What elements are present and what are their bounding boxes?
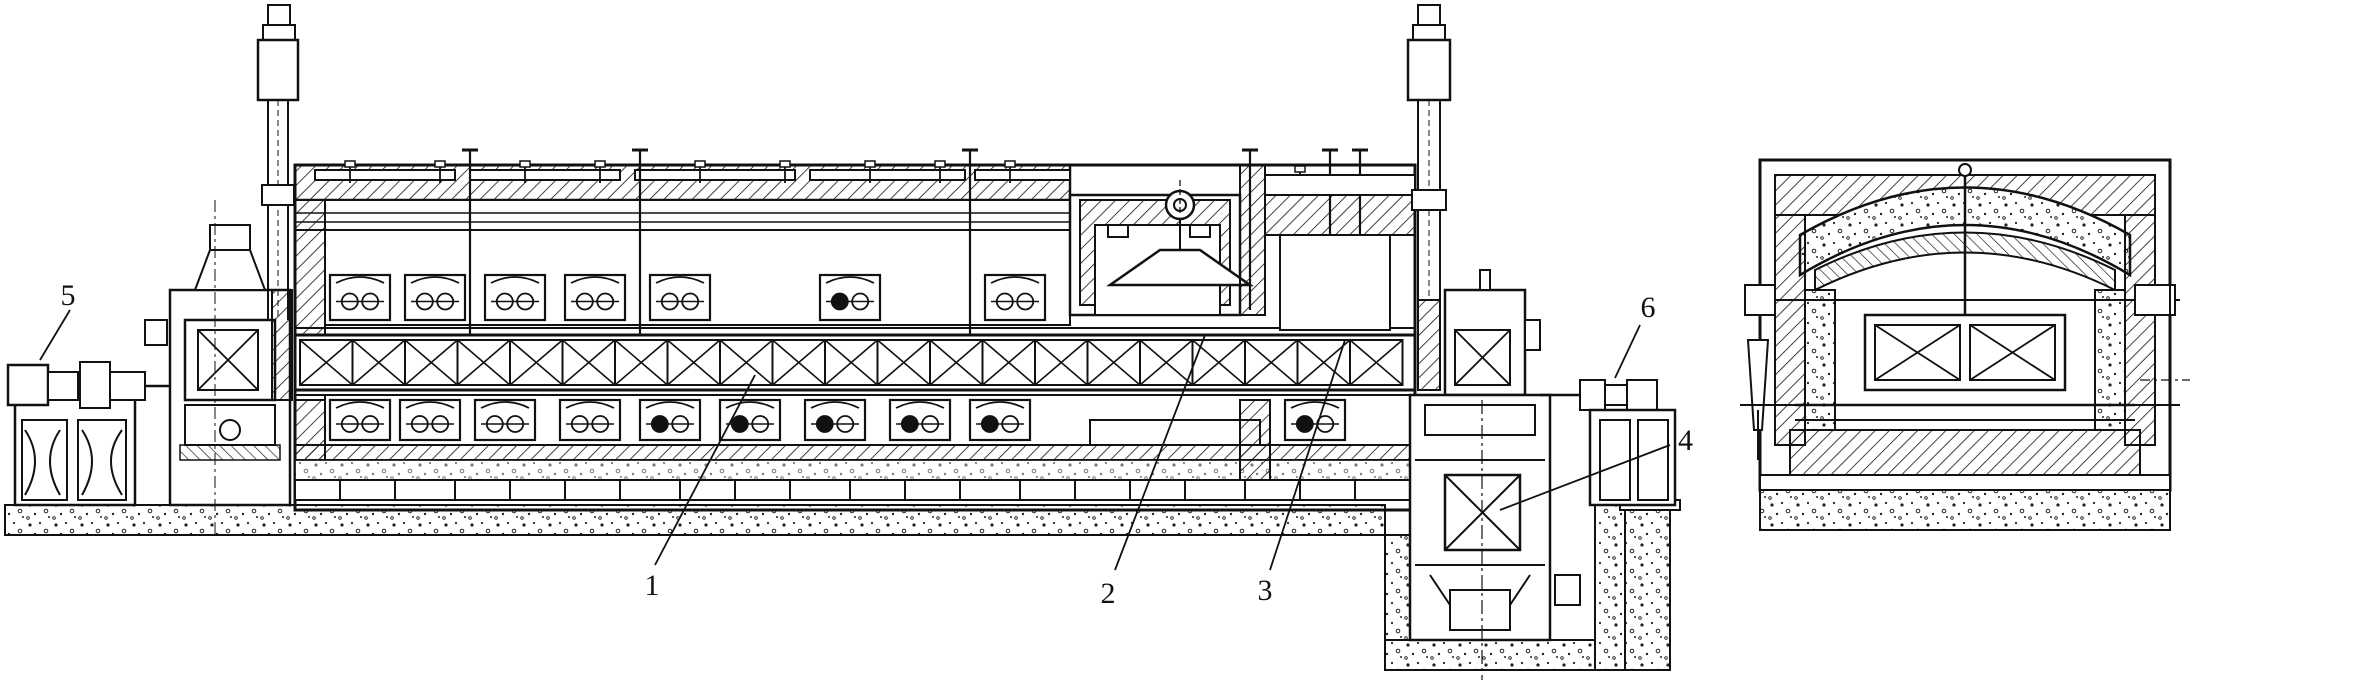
conveyor-cell bbox=[1086, 339, 1141, 386]
leader-2 bbox=[1114, 334, 1206, 571]
conveyor-cell bbox=[351, 339, 406, 386]
conveyor-cell bbox=[771, 339, 826, 386]
cross-section-view bbox=[1740, 158, 2190, 531]
left-loading-chamber bbox=[144, 200, 292, 535]
conveyor-cell bbox=[981, 339, 1036, 386]
burner-block bbox=[818, 273, 882, 322]
label-1: 1 bbox=[645, 569, 660, 602]
left-burner-tower bbox=[256, 4, 300, 401]
leader-6 bbox=[1614, 324, 1641, 379]
burner-block bbox=[968, 398, 1032, 442]
conveyor-cell bbox=[614, 339, 669, 386]
conveyor-cell bbox=[1139, 339, 1194, 386]
support-rollers bbox=[294, 479, 1416, 501]
label-5: 5 bbox=[61, 279, 76, 312]
rod bbox=[632, 148, 648, 335]
burner-blocks bbox=[328, 273, 1357, 442]
roof-bolt bbox=[344, 160, 356, 183]
burner-block bbox=[1283, 398, 1347, 442]
conveyor-cell bbox=[876, 339, 931, 386]
burner-block bbox=[638, 398, 702, 442]
left-drive-unit bbox=[6, 361, 185, 507]
conveyor-cell bbox=[719, 339, 774, 386]
roof-bolt bbox=[694, 160, 706, 183]
rod bbox=[462, 148, 478, 335]
label-4: 4 bbox=[1678, 424, 1693, 457]
burner-block bbox=[398, 398, 462, 442]
conveyor-cell bbox=[1191, 339, 1246, 386]
burner-block bbox=[718, 398, 782, 442]
burner-block bbox=[803, 398, 867, 442]
burner-block bbox=[403, 273, 467, 322]
burner-block bbox=[558, 398, 622, 442]
burner-block bbox=[983, 273, 1047, 322]
label-2: 2 bbox=[1101, 577, 1116, 610]
label-3: 3 bbox=[1258, 574, 1273, 607]
conveyor-cell bbox=[824, 339, 879, 386]
conveyor-cell bbox=[1244, 339, 1299, 386]
burner-block bbox=[888, 398, 952, 442]
conveyor-cell bbox=[561, 339, 616, 386]
burner-block bbox=[328, 398, 392, 442]
conveyor-cell bbox=[1296, 339, 1351, 386]
roof-bolt bbox=[1004, 160, 1016, 183]
conveyor-cell bbox=[1034, 339, 1089, 386]
roof-bolt bbox=[519, 160, 531, 183]
leader-3 bbox=[1269, 339, 1346, 571]
burner-block bbox=[483, 273, 547, 322]
burner-block bbox=[328, 273, 392, 322]
rod bbox=[962, 148, 978, 335]
conveyor-cell bbox=[666, 339, 721, 386]
burner-block bbox=[648, 273, 712, 322]
roof-bolt bbox=[434, 160, 446, 183]
leader-5 bbox=[39, 309, 71, 361]
conveyor-cell bbox=[509, 339, 564, 386]
conveyor-cells bbox=[299, 339, 1404, 386]
roof-bolt bbox=[779, 160, 791, 183]
conveyor-cell bbox=[299, 339, 354, 386]
roof-bolt bbox=[864, 160, 876, 183]
conveyor-cell bbox=[929, 339, 984, 386]
leader-1 bbox=[654, 374, 756, 566]
conveyor-cell bbox=[1349, 339, 1404, 386]
conveyor-cell bbox=[404, 339, 459, 386]
leader-4 bbox=[1499, 444, 1671, 511]
roof-bolt bbox=[594, 160, 606, 183]
burner-block bbox=[563, 273, 627, 322]
callouts: 5 6 4 1 2 3 bbox=[39, 279, 1693, 610]
burner-block bbox=[473, 398, 537, 442]
right-lift-mechanism bbox=[1408, 269, 1581, 680]
label-6: 6 bbox=[1641, 291, 1656, 324]
right-drive-unit bbox=[1540, 379, 1677, 507]
roof-bolt bbox=[934, 160, 946, 183]
right-burner-tower bbox=[1406, 4, 1452, 391]
conveyor-cell bbox=[456, 339, 511, 386]
central-hood bbox=[1068, 164, 1416, 481]
